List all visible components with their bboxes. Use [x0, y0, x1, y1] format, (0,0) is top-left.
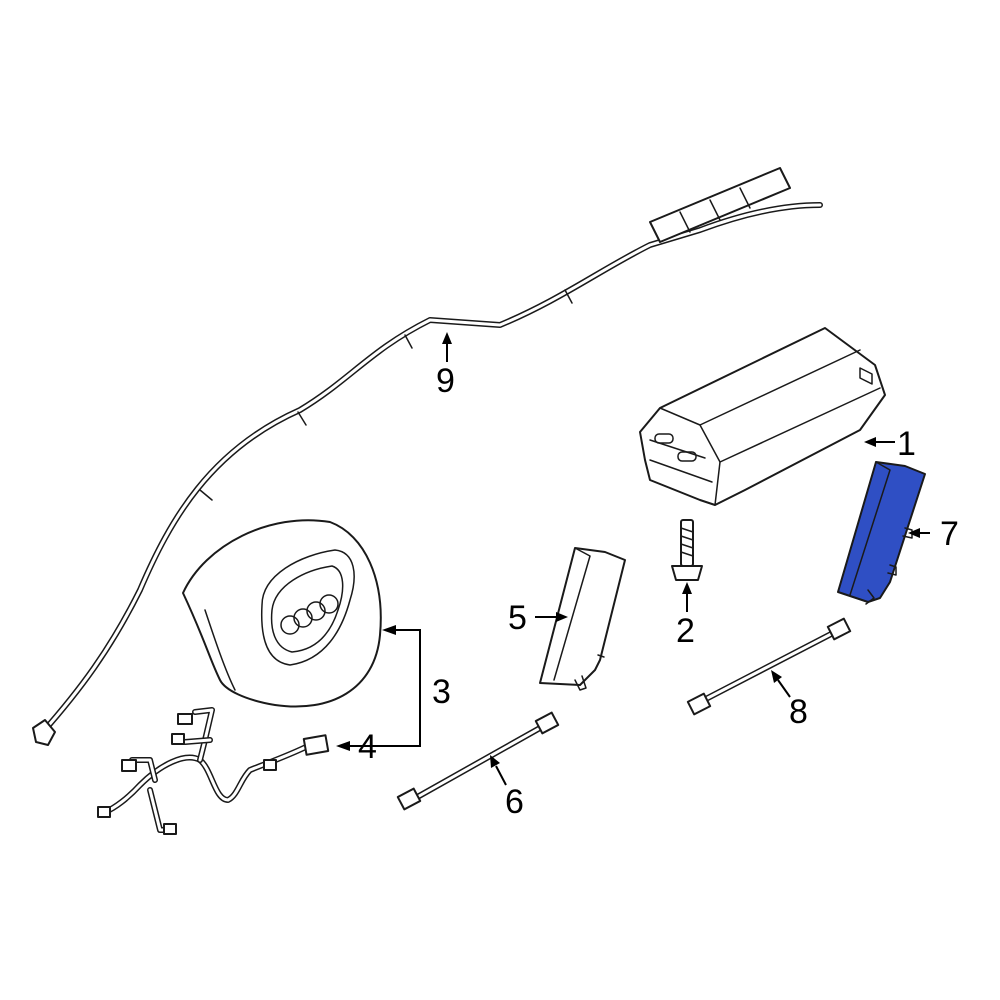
steering-wheel-airbag[interactable]	[182, 519, 382, 708]
callout-labels: 9 1 2 3 4 5 6 7 8	[358, 362, 959, 821]
callout-4: 4	[358, 728, 377, 766]
connector-cable-6[interactable]	[396, 711, 560, 811]
callout-7: 7	[940, 515, 959, 553]
four-rings-logo	[280, 594, 339, 635]
wiring-harness[interactable]	[97, 707, 330, 835]
callout-9: 9	[436, 362, 455, 400]
callout-1: 1	[897, 425, 916, 463]
side-airbag[interactable]	[539, 547, 626, 691]
callout-2: 2	[676, 612, 695, 650]
connector-cable-8[interactable]	[686, 617, 852, 716]
curtain-airbag[interactable]	[32, 167, 823, 746]
highlighted-side-airbag[interactable]	[837, 461, 926, 605]
airbag-module[interactable]	[639, 327, 886, 506]
callout-leaders	[336, 332, 930, 786]
callout-6: 6	[505, 783, 524, 821]
callout-8: 8	[789, 693, 808, 731]
callout-5: 5	[508, 599, 527, 637]
bolt[interactable]	[671, 519, 703, 581]
callout-3: 3	[432, 673, 451, 711]
